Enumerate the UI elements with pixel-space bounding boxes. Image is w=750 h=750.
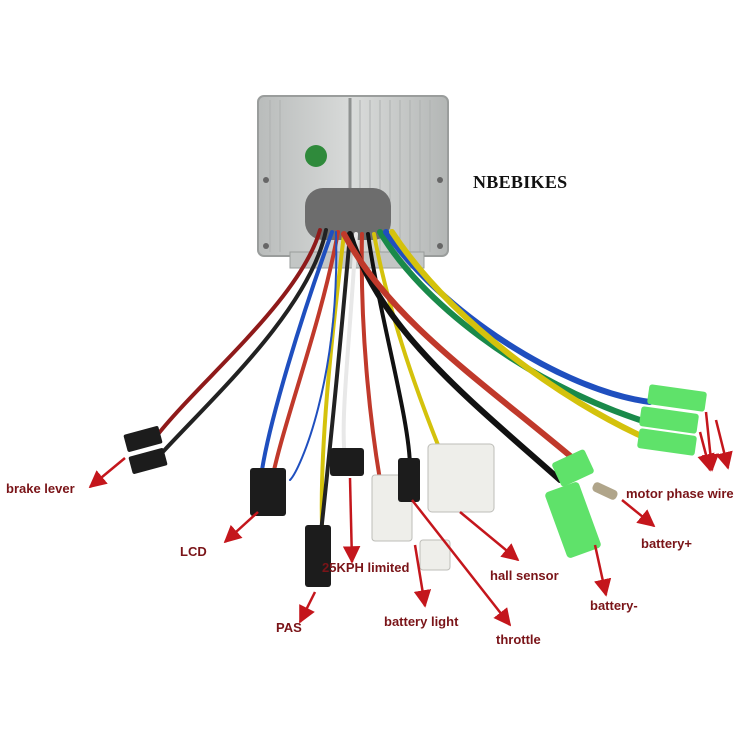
battery-plus-terminal [552, 449, 618, 500]
label-battery-plus: battery+ [641, 536, 692, 551]
label-hall-sensor: hall sensor [490, 568, 559, 583]
label-battery-light: battery light [384, 614, 459, 629]
pas-connector [305, 525, 331, 587]
wire-bundle [153, 228, 653, 562]
label-throttle: throttle [496, 632, 541, 647]
motor-phase-terminals [637, 384, 707, 456]
label-battery-minus: battery- [590, 598, 638, 613]
label-lcd: LCD [180, 544, 207, 559]
battery-minus-terminal [545, 482, 601, 558]
brake-connector [123, 426, 168, 474]
green-sticker-icon [305, 145, 327, 167]
annotation-arrows [88, 411, 733, 627]
label-brake-lever: brake lever [6, 481, 75, 496]
hall-sensor-connector [427, 443, 495, 513]
kph-connector [330, 448, 364, 476]
label-motor-phase-wire: motor phase wire [626, 486, 734, 501]
lcd-connector [250, 468, 286, 516]
throttle-connector [398, 458, 420, 502]
brand-text: NBEBIKES [473, 172, 568, 192]
label-25kph-limited: 25KPH limited [322, 560, 410, 575]
label-pas: PAS [276, 620, 302, 635]
